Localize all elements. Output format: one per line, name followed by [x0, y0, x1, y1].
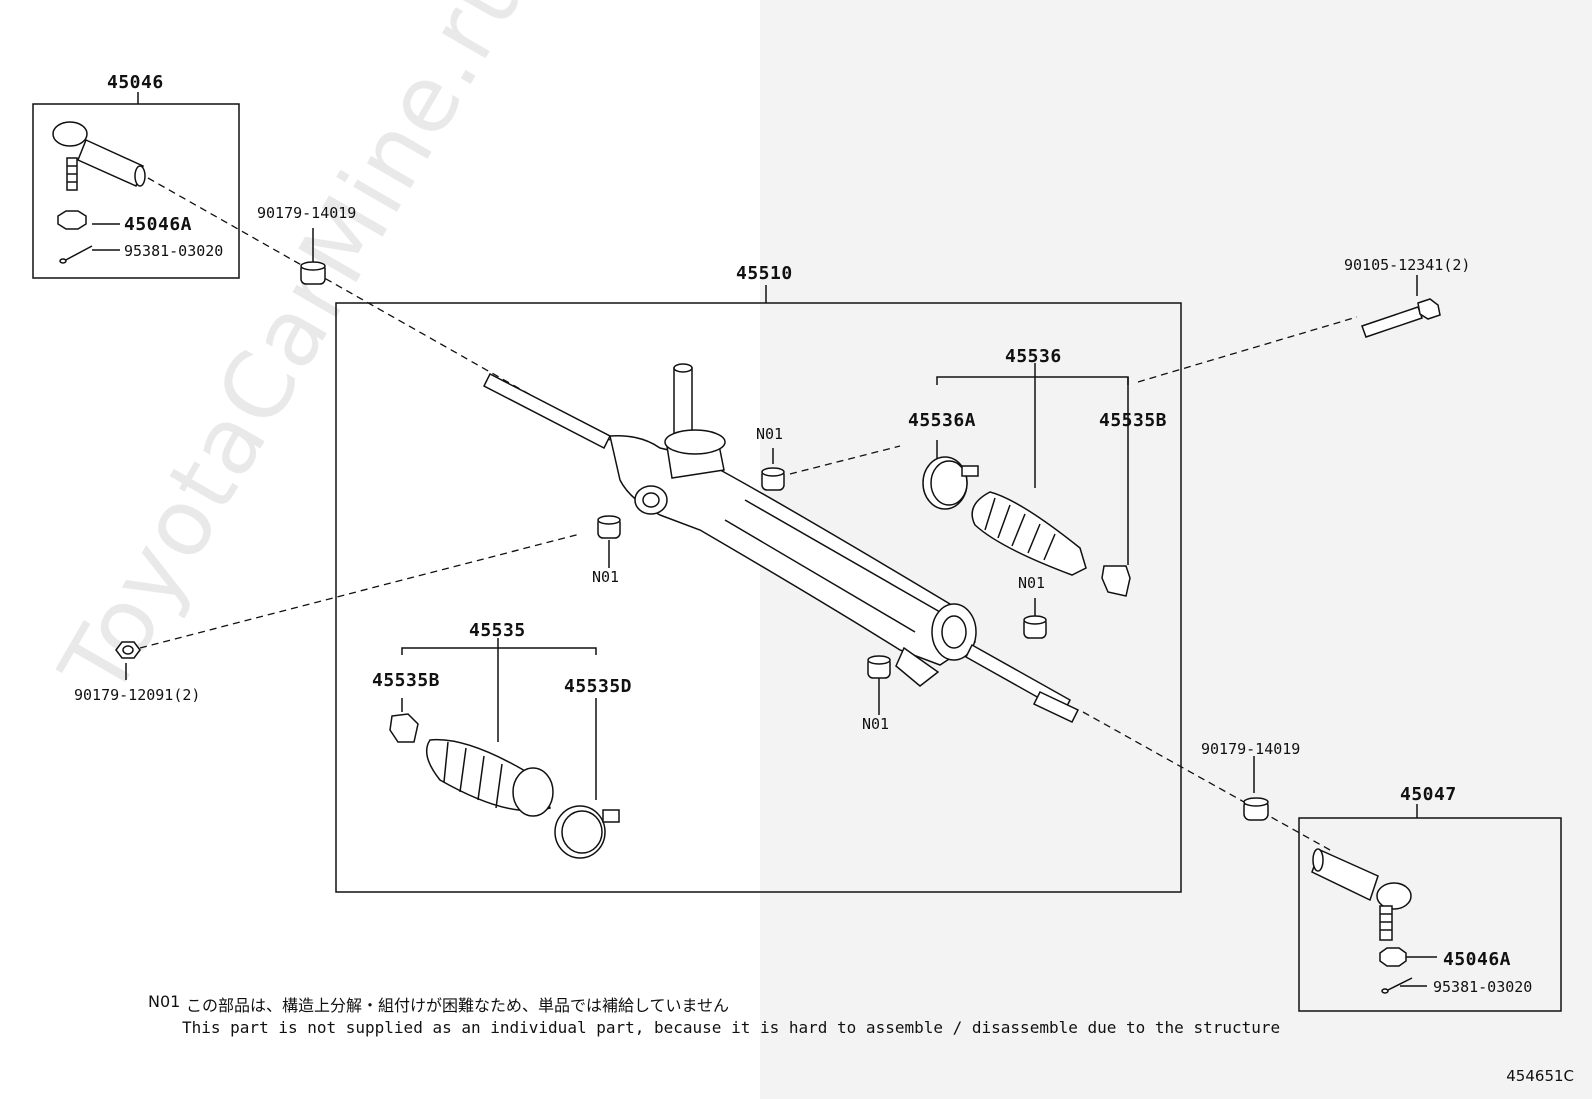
label-rack-assembly: 45510: [736, 263, 793, 284]
label-n01-c: N01: [1018, 574, 1046, 592]
note-english: This part is not supplied as an individu…: [182, 1018, 1281, 1037]
label-bushing-left: 90179-12091(2): [74, 686, 201, 704]
diagram-code: 454651C: [1506, 1067, 1574, 1085]
note-code: N01: [148, 992, 181, 1011]
label-clip-right: 45535B: [1099, 410, 1168, 431]
shaded-background: [760, 0, 1592, 1099]
label-boot-set-left: 45535: [469, 620, 526, 641]
label-n01-a: N01: [756, 425, 784, 443]
label-tie-rod-end-left: 45046: [107, 72, 164, 93]
label-boot-set-right: 45536: [1005, 346, 1062, 367]
frame-tie-rod-end-left: [32, 103, 240, 279]
label-clamp-left: 45535D: [564, 676, 633, 697]
label-pin-right: 95381-03020: [1433, 978, 1533, 996]
label-bolt: 90105-12341(2): [1344, 256, 1471, 274]
label-n01-d: N01: [862, 715, 890, 733]
frame-tie-rod-end-right: [1298, 817, 1562, 1012]
label-pin-left: 95381-03020: [124, 242, 224, 260]
label-bushing-top-left: 90179-14019: [257, 204, 357, 222]
label-nut-left: 45046A: [124, 214, 193, 235]
label-tie-rod-end-right: 45047: [1400, 784, 1457, 805]
note-japanese: この部品は、構造上分解・組付けが困難なため、単品では補給していません: [186, 996, 730, 1015]
label-n01-b: N01: [592, 568, 620, 586]
frame-rack-assembly: [335, 302, 1182, 893]
label-bushing-bottom-right: 90179-14019: [1201, 740, 1301, 758]
label-clamp-right: 45536A: [908, 410, 977, 431]
label-clip-left: 45535B: [372, 670, 441, 691]
label-nut-right: 45046A: [1443, 949, 1512, 970]
